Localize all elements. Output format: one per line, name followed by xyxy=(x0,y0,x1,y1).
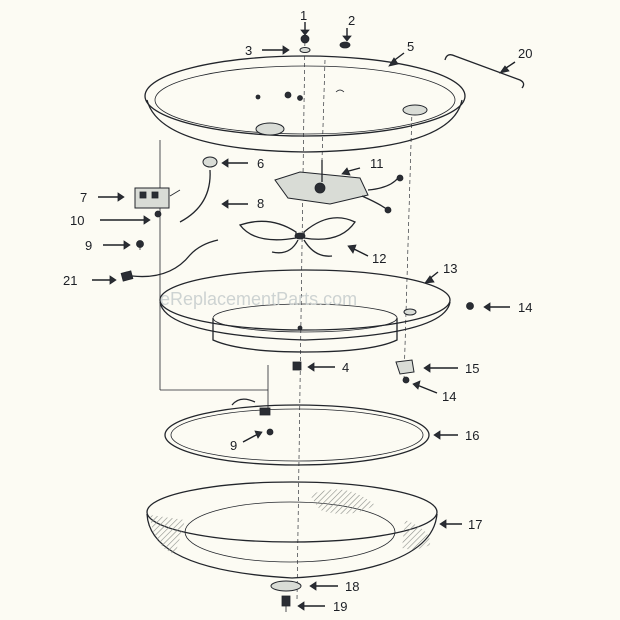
callout-9-lower: 9 xyxy=(230,438,237,453)
wire-hook xyxy=(444,54,525,89)
lead-wire-clip xyxy=(120,239,219,282)
callout-1: 1 xyxy=(300,8,307,23)
callout-19: 19 xyxy=(333,599,347,614)
callout-10: 10 xyxy=(70,213,84,228)
callout-15: 15 xyxy=(465,361,479,376)
power-cord xyxy=(179,169,211,223)
assembly-axis-lines xyxy=(159,34,413,601)
callout-4: 4 xyxy=(342,360,349,375)
small-screws xyxy=(136,210,162,250)
callout-7: 7 xyxy=(80,190,87,205)
callout-20: 20 xyxy=(518,46,532,61)
callout-5: 5 xyxy=(407,39,414,54)
motor xyxy=(274,160,404,214)
top-housing xyxy=(144,55,466,153)
callouts: 1 2 3 5 20 6 11 7 8 10 xyxy=(63,8,532,614)
grommet xyxy=(202,156,218,168)
callout-21: 21 xyxy=(63,273,77,288)
callout-14-lower: 14 xyxy=(442,389,456,404)
gasket-ring xyxy=(164,398,430,466)
callout-18: 18 xyxy=(345,579,359,594)
hex-nut xyxy=(292,361,302,371)
bottom-cap-screw xyxy=(270,580,302,612)
callout-13: 13 xyxy=(443,261,457,276)
top-fasteners xyxy=(299,34,351,53)
fan-blade xyxy=(238,217,356,257)
callout-16: 16 xyxy=(465,428,479,443)
watermark-text: eReplacementParts.com xyxy=(160,289,357,309)
callout-2: 2 xyxy=(348,13,355,28)
callout-11: 11 xyxy=(370,156,384,171)
callout-6: 6 xyxy=(257,156,264,171)
callout-9-upper: 9 xyxy=(85,238,92,253)
callout-12: 12 xyxy=(372,251,386,266)
callout-17: 17 xyxy=(468,517,482,532)
callout-3: 3 xyxy=(245,43,252,58)
right-screws-bracket xyxy=(395,302,474,384)
callout-14-upper: 14 xyxy=(518,300,532,315)
terminal-block xyxy=(134,187,181,209)
lens-globe xyxy=(146,481,438,579)
callout-8: 8 xyxy=(257,196,264,211)
middle-housing xyxy=(159,269,451,353)
